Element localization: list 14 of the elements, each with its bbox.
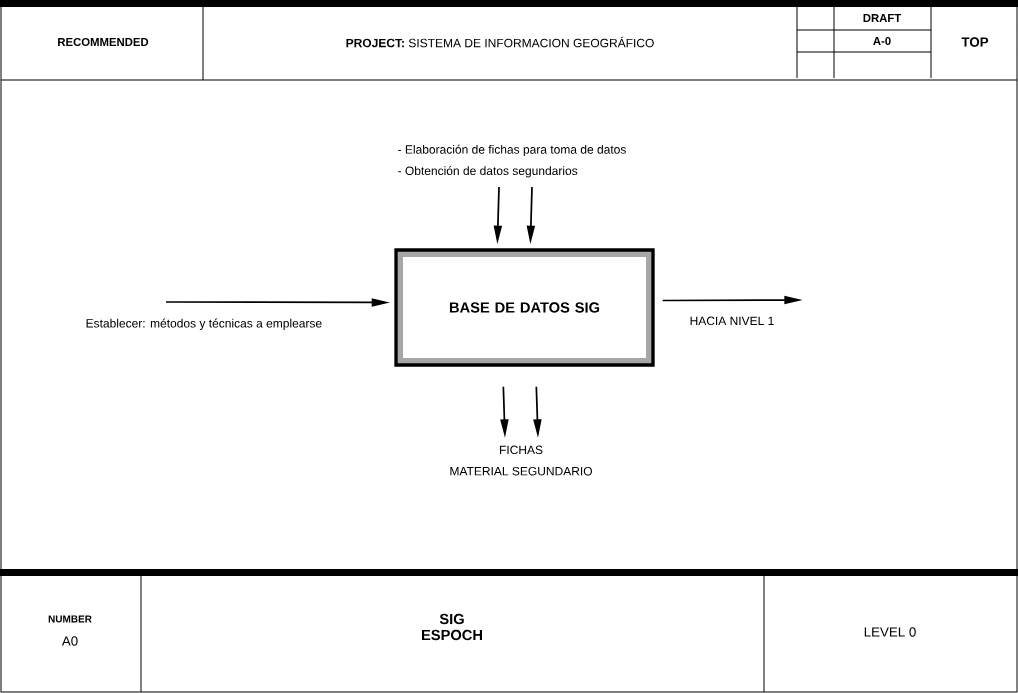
title-block-label: A-0 — [873, 37, 891, 45]
function-box: BASE DE DATOS SIG — [394, 248, 655, 367]
arrow-label: FICHAS MATERIAL SEGUNDARIO — [450, 445, 592, 476]
title-block-label: RECOMMENDED — [58, 38, 149, 46]
title-block-label: NUMBER — [48, 615, 92, 623]
title-block-label: A0 — [61, 636, 78, 646]
arrow-label: Establecer: métodos y técnicas a emplearse — [86, 318, 322, 330]
arrow-label: HACIA NIVEL 1 — [690, 316, 774, 326]
arrow-label: - Elaboración de fichas para toma de datos - Obtención de datos segundarios — [398, 144, 626, 178]
title-block-label: SIG ESPOCH — [422, 613, 482, 641]
title-block-label: TOP — [961, 37, 989, 47]
title-block-label: LEVEL 0 — [864, 627, 916, 637]
title-block-label: DRAFT — [863, 14, 902, 22]
title-block-label: PROJECT: SISTEMA DE INFORMACION GEOGRÁFICO — [346, 36, 654, 48]
